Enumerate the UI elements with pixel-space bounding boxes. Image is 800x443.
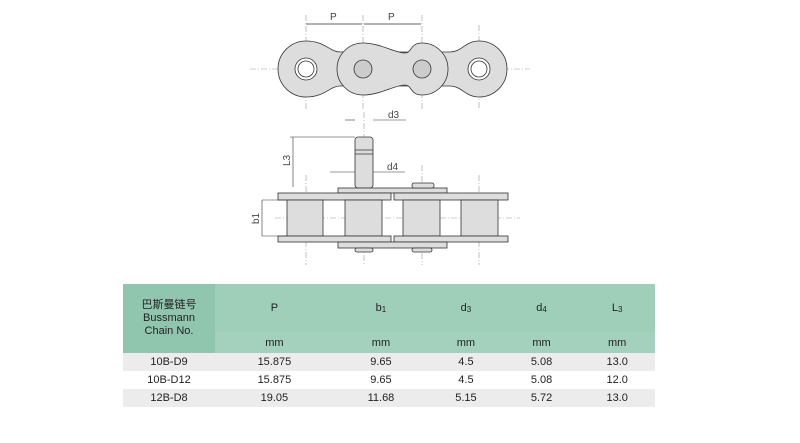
- cell: 9.65: [333, 353, 429, 371]
- cell: 4.5: [428, 371, 504, 389]
- cell: 5.15: [428, 389, 504, 407]
- cell: 5.08: [503, 371, 580, 389]
- cell: 11.68: [333, 389, 429, 407]
- d4-label: d4: [387, 162, 399, 173]
- cell: 19.05: [215, 389, 334, 407]
- unit: mm: [428, 332, 504, 353]
- cell: 5.08: [503, 353, 580, 371]
- pitch-label-left: P: [330, 12, 337, 23]
- cell: 4.5: [428, 353, 504, 371]
- unit: mm: [503, 332, 580, 353]
- unit: mm: [215, 332, 334, 353]
- col-header-d3: d3: [428, 284, 504, 332]
- L3-label: L3: [282, 154, 293, 166]
- cell: 9.65: [333, 371, 429, 389]
- cell: 13.0: [579, 389, 655, 407]
- cell: 12.0: [579, 371, 655, 389]
- cell: 15.875: [215, 371, 334, 389]
- unit: mm: [579, 332, 655, 353]
- chain-diagram: P P d3 d4 L3 b1: [250, 12, 530, 265]
- cell: 5.72: [503, 389, 580, 407]
- cell: 12B-D8: [123, 389, 215, 407]
- cell: 10B-D12: [123, 371, 215, 389]
- chain-no-header: 巴斯曼链号 Bussmann Chain No.: [123, 284, 215, 353]
- header-en-1: Bussmann: [143, 312, 195, 324]
- chain-side-view: [277, 136, 509, 253]
- col-header-b1: b1: [333, 284, 429, 332]
- d3-label: d3: [388, 110, 400, 121]
- header-en-2: Chain No.: [144, 325, 194, 337]
- col-header-L3: L3: [579, 284, 655, 332]
- dimension-lines: [261, 119, 406, 237]
- pitch-label-right: P: [388, 12, 395, 23]
- cell: 10B-D9: [123, 353, 215, 371]
- chain-top-view: [277, 40, 508, 98]
- cell: 13.0: [579, 353, 655, 371]
- header-cn: 巴斯曼链号: [141, 299, 197, 311]
- col-header-d4: d4: [503, 284, 580, 332]
- b1-label: b1: [251, 212, 262, 224]
- unit: mm: [333, 332, 429, 353]
- cell: 15.875: [215, 353, 334, 371]
- chain-spec-table: 巴斯曼链号 Bussmann Chain No. P b1 d3 d4 L3 m…: [123, 284, 655, 407]
- col-header-P: P: [215, 284, 334, 332]
